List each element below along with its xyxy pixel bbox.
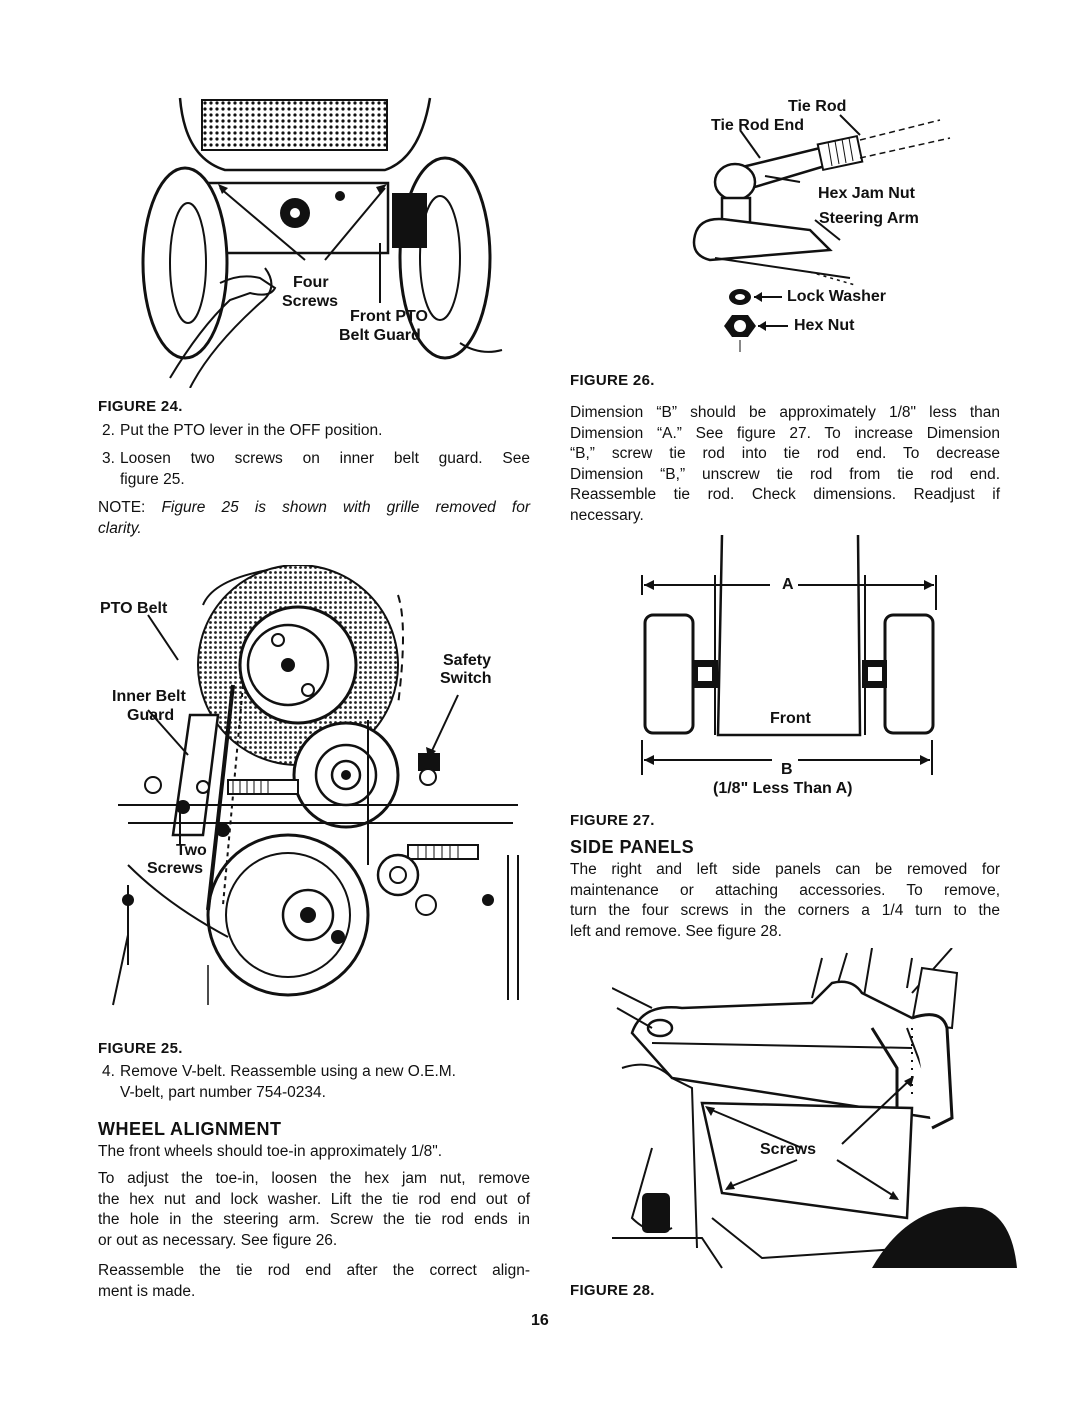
wheel-alignment-p2-line: or out as necessary. See figure 26. xyxy=(98,1231,338,1249)
fig27-label-a: A xyxy=(782,576,794,593)
side-panels-line: left and remove. See figure 28. xyxy=(570,922,782,940)
fig25-label-pto-belt: PTO Belt xyxy=(100,600,168,617)
figure-28-illustration xyxy=(612,948,1022,1278)
note-figure-25: NOTE: Figure 25 is shown with grille rem… xyxy=(98,498,530,542)
dimension-line: necessary. xyxy=(570,506,644,524)
side-panels-line: maintenance or attaching accessories. To… xyxy=(570,881,1000,899)
note-line-1: Figure 25 is shown with grille removed f… xyxy=(161,499,530,516)
fig24-label-front-pto: Front PTO xyxy=(350,308,428,325)
fig25-label-two: Two xyxy=(176,842,207,859)
fig26-label-hex-nut: Hex Nut xyxy=(794,317,855,334)
wheel-alignment-p2-line: To adjust the toe-in, loosen the hex jam… xyxy=(98,1170,530,1187)
step-2: 2. Put the PTO lever in the OFF position… xyxy=(102,421,532,443)
figure-26-caption: FIGURE 26. xyxy=(570,372,655,389)
fig28-label-screws: Screws xyxy=(760,1141,817,1158)
figure-24-caption: FIGURE 24. xyxy=(98,398,183,415)
step-2-number: 2. xyxy=(102,422,115,439)
wheel-alignment-heading: WHEEL ALIGNMENT xyxy=(98,1119,282,1139)
fig25-label-switch: Switch xyxy=(440,670,492,687)
side-panels-heading: SIDE PANELS xyxy=(570,837,695,857)
step-3-line-1: Loosen two screws on inner belt guard. S… xyxy=(120,450,530,467)
fig26-label-tie-rod: Tie Rod xyxy=(788,98,847,115)
note-line-2: clarity. xyxy=(98,519,142,537)
wheel-alignment-p2-line: the hex nut and lock washer. Lift the ti… xyxy=(98,1190,530,1208)
dimension-paragraph: Dimension “B” should be approximately 1/… xyxy=(570,403,1000,526)
step-4-line-2: V-belt, part number 754-0234. xyxy=(120,1084,326,1101)
step-3-number: 3. xyxy=(102,450,115,467)
side-panels-line: The right and left side panels can be re… xyxy=(570,861,1000,878)
fig26-label-lock-washer: Lock Washer xyxy=(787,288,886,305)
figure-27-illustration xyxy=(640,535,940,795)
fig27-label-less-than: (1/8" Less Than A) xyxy=(713,780,853,797)
fig24-label-four: Four xyxy=(293,274,329,291)
fig26-label-hex-jam-nut: Hex Jam Nut xyxy=(818,185,915,202)
dimension-line: “B,” screw tie rod into tie rod end. To … xyxy=(570,445,1000,462)
wheel-alignment-p3-line: Reassemble the tie rod end after the cor… xyxy=(98,1262,530,1279)
fig26-label-steering-arm: Steering Arm xyxy=(819,210,919,227)
figure-25-illustration xyxy=(108,565,528,1010)
wheel-alignment-p2: To adjust the toe-in, loosen the hex jam… xyxy=(98,1169,530,1251)
step-2-text: Put the PTO lever in the OFF position. xyxy=(120,422,383,439)
side-panels-paragraph: The right and left side panels can be re… xyxy=(570,860,1000,942)
fig24-label-screws: Screws xyxy=(282,293,339,310)
figure-24-illustration xyxy=(130,88,510,388)
fig27-label-b: B xyxy=(781,761,793,778)
side-panels-line: turn the four screws in the corners a 1/… xyxy=(570,902,1000,919)
note-prefix: NOTE: xyxy=(98,499,146,516)
fig25-label-inner-belt: Inner Belt xyxy=(112,688,186,705)
figure-28-caption: FIGURE 28. xyxy=(570,1282,655,1299)
dimension-line: Reassemble tie rod. Check dimensions. Re… xyxy=(570,486,1000,503)
step-3-line-2: figure 25. xyxy=(120,471,185,488)
dimension-line: Dimension “A.” See figure 27. To increas… xyxy=(570,424,1000,442)
dimension-line: Dimension “B,” unscrew tie rod from tie … xyxy=(570,465,1000,483)
figure-26-illustration xyxy=(690,110,1010,360)
fig24-label-belt-guard: Belt Guard xyxy=(339,327,421,344)
figure-25-caption: FIGURE 25. xyxy=(98,1040,183,1057)
fig25-label-guard: Guard xyxy=(127,707,175,724)
fig27-label-front: Front xyxy=(770,710,811,727)
fig26-label-tie-rod-end: Tie Rod End xyxy=(711,117,805,134)
wheel-alignment-p2-line: the hole in the steering arm. Screw the … xyxy=(98,1211,530,1228)
wheel-alignment-p1: The front wheels should toe-in approxima… xyxy=(98,1143,443,1160)
wheel-alignment-p3: Reassemble the tie rod end after the cor… xyxy=(98,1261,530,1302)
fig25-label-safety: Safety xyxy=(443,652,492,669)
page-number: 16 xyxy=(531,1312,549,1329)
figure-27-caption: FIGURE 27. xyxy=(570,812,655,829)
wheel-alignment-p3-line: ment is made. xyxy=(98,1282,196,1300)
step-4: 4. Remove V-belt. Reassemble using a new… xyxy=(102,1062,532,1106)
dimension-line: Dimension “B” should be approximately 1/… xyxy=(570,404,1000,421)
step-4-line-1: Remove V-belt. Reassemble using a new O.… xyxy=(120,1063,456,1080)
fig25-label-screws: Screws xyxy=(147,860,204,877)
step-3: 3. Loosen two screws on inner belt guard… xyxy=(102,449,532,493)
step-4-number: 4. xyxy=(102,1063,115,1080)
